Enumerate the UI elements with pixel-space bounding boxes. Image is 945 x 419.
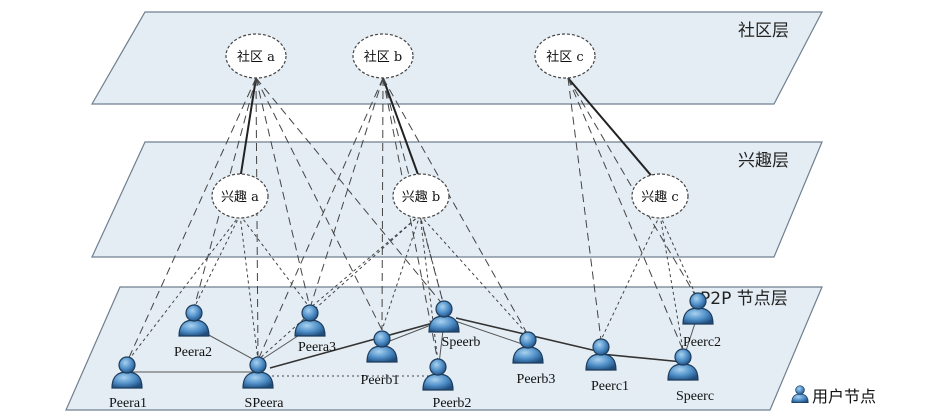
community-a-label: 社区 a [237, 49, 275, 65]
legend: 用户节点 [791, 385, 876, 406]
peer-node-peera2: Peera2 [174, 304, 212, 360]
edge-cc-speerc [567, 77, 684, 351]
p2p-layer-label: P2P 节点层 [700, 289, 788, 309]
peer-node-peerc1: Peerc1 [585, 338, 629, 394]
interest-b-label: 兴趣 b [402, 190, 440, 205]
interest-c-label: 兴趣 c [641, 190, 678, 205]
peer-node-peerc2: Peerc2 [682, 292, 721, 350]
edge-ia-peera2 [193, 214, 241, 309]
community-node-b: 社区 b [352, 33, 414, 79]
peer-node-peerb3: Peerb3 [512, 331, 556, 387]
edge-ia-speera [239, 214, 259, 361]
edge-cc-ic [567, 77, 656, 181]
edge-ib-peerb2 [419, 214, 439, 363]
peer-node-speerc: Speerc [667, 348, 714, 404]
edge-ib-peerb3 [419, 214, 529, 336]
peer-node-peera3: Peera3 [294, 304, 336, 355]
community-layer-label: 社区层 [738, 21, 789, 41]
peer-node-speera: SPeera [242, 356, 285, 411]
interest-node-c: 兴趣 c [631, 173, 689, 219]
interest-a-label: 兴趣 a [221, 190, 259, 205]
edge-ib-speerb [419, 214, 445, 307]
community-layer-plane [90, 11, 823, 105]
edge-ic-speerc [659, 214, 684, 351]
community-c-label: 社区 c [546, 49, 583, 65]
community-b-label: 社区 b [364, 49, 402, 65]
edge-cc-peerc1 [567, 77, 602, 341]
community-node-c: 社区 c [534, 33, 596, 79]
edge-ib-speera [257, 214, 421, 361]
edge-ia-peera3 [239, 214, 311, 309]
edge-ca-peera3 [255, 77, 311, 309]
edge-ca-speera [255, 77, 259, 361]
edge-ca-speerb [255, 77, 445, 307]
edge-ca-peerb1 [255, 77, 383, 331]
edge-ib-peera3 [309, 214, 421, 309]
edge-peerc1-speerc [600, 353, 684, 363]
peer-label: Speerc [676, 389, 714, 404]
community-node-a: 社区 a [225, 33, 287, 79]
interest-layer-label: 兴趣层 [738, 151, 789, 171]
edge-ib-peerb1 [381, 214, 421, 331]
legend-label: 用户节点 [812, 387, 876, 406]
peer-label: Peera2 [174, 345, 212, 360]
edge-ia-peera1 [126, 214, 241, 363]
edge-cb-peerb3 [382, 77, 529, 336]
peer-label: Peera1 [109, 396, 147, 411]
peer-node-speerb: Speerb [428, 300, 481, 350]
interest-node-b: 兴趣 b [392, 173, 450, 219]
interest-layer-plane [91, 141, 823, 258]
peer-label: Peerb2 [433, 396, 472, 411]
edge-speera-speerb [269, 319, 445, 369]
interest-node-a: 兴趣 a [211, 173, 269, 219]
edge-cb-ib [382, 77, 421, 181]
peer-label: Peera3 [298, 340, 336, 355]
peer-node-peerb1: Peerb1 [361, 330, 400, 388]
peer-label: SPeera [245, 396, 285, 411]
edge-cc-peerc2 [567, 77, 699, 301]
peer-node-peerb2: Peerb2 [422, 358, 472, 411]
peer-label: Peerb3 [517, 372, 556, 387]
peer-label: Speerb [442, 335, 481, 350]
peer-label: Peerb1 [361, 373, 400, 388]
edge-cb-peerb2 [382, 77, 439, 363]
edge-ic-peerc1 [600, 214, 661, 341]
peer-label: Peerc2 [683, 335, 721, 350]
peer-label: Peerc1 [591, 379, 629, 394]
edge-cb-peera3 [309, 77, 384, 309]
edge-cb-peerb1 [381, 77, 384, 331]
edge-speerb-peerb3 [451, 319, 529, 347]
edge-ca-ia [239, 77, 257, 181]
user-icon [791, 385, 809, 404]
peer-node-peera1: Peera1 [109, 356, 147, 411]
